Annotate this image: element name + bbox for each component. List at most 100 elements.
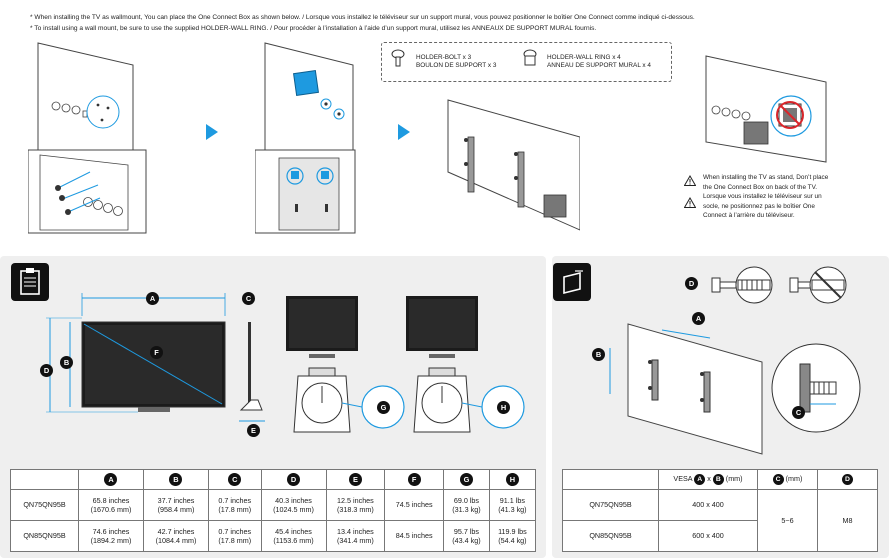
spec-cell: 45.4 inches(1153.6 mm) xyxy=(260,520,327,552)
wall-mount-spec-panel: D A B C VESA A x B (mm) xyxy=(552,256,889,558)
spec-value-metric: (41.3 kg) xyxy=(498,505,527,514)
spec-cell: 42.7 inches(1084.4 mm) xyxy=(142,520,209,552)
spec-value: 0.7 inches xyxy=(218,526,252,536)
spec-header-a: A xyxy=(78,469,144,490)
screw-comparison xyxy=(711,266,847,304)
badge-e: E xyxy=(348,473,362,486)
spec-value-metric: (1084.4 mm) xyxy=(155,536,197,545)
spec-cell: 13.4 inches(341.4 mm) xyxy=(325,520,386,552)
specifications-clipboard-icon xyxy=(11,263,49,301)
spec-table-row: QN85QN95B 74.6 inches(1894.2 mm) 42.7 in… xyxy=(10,520,537,552)
step1-illustration xyxy=(28,42,147,234)
wall-table-row: QN85QN95B 600 x 400 xyxy=(562,520,878,552)
dimension-label-d: D xyxy=(40,364,53,377)
spec-value: 37.7 inches xyxy=(157,495,195,505)
stand-warning-en: When installing the TV as stand, Don’t p… xyxy=(703,173,828,192)
spec-value-metric: (341.4 mm) xyxy=(337,536,374,545)
spec-cell: 84.5 inches xyxy=(384,520,445,552)
spec-value: 91.1 lbs xyxy=(499,495,525,505)
spec-header-g: G xyxy=(443,469,490,490)
badge-h: H xyxy=(505,473,519,486)
holder-wall-ring-icon xyxy=(523,49,537,66)
dimension-label-h: H xyxy=(497,401,510,414)
spec-cell: 69.0 lbs(31.3 kg) xyxy=(443,489,490,521)
badge-a: A xyxy=(104,473,118,486)
holder-wall-ring-fr: ANNEAU DE SUPPORT MURAL x 4 xyxy=(547,62,651,69)
spec-value: 65.8 inches xyxy=(92,495,130,505)
warning-icon xyxy=(684,197,696,208)
dimension-spec-table: A B C D E F G H QN75QN95B 65.8 inches(16… xyxy=(10,469,537,552)
stand-warning-fr: Lorsque vous installez le téléviseur sur… xyxy=(703,192,822,221)
wall-model-name: QN85QN95B xyxy=(562,520,659,552)
spec-value-metric: (43.4 kg) xyxy=(452,536,481,545)
step2-illustration xyxy=(255,42,356,234)
spec-table-header-row: A B C D E F G H xyxy=(10,469,537,490)
note-holder-wall-ring: * To install using a wall mount, be sure… xyxy=(30,25,597,32)
badge-a: A xyxy=(694,474,706,485)
dimension-label-f: F xyxy=(150,346,163,359)
wall-header-vesa: VESA A x B (mm) xyxy=(658,469,758,490)
spec-header-h: H xyxy=(488,469,537,490)
holder-wall-ring-label: HOLDER-WALL RING x 4 ANNEAU DE SUPPORT M… xyxy=(547,54,651,70)
spec-cell: 95.7 lbs(43.4 kg) xyxy=(443,520,490,552)
dimension-label-c: C xyxy=(242,292,255,305)
badge-c: C xyxy=(772,474,784,485)
stand-warning-illustration xyxy=(705,55,827,163)
spec-value: 119.9 lbs xyxy=(498,526,527,536)
wall-model-name: QN75QN95B xyxy=(562,489,659,521)
spec-model-name: QN75QN95B xyxy=(10,489,79,521)
spec-value: 0.7 inches xyxy=(218,495,252,505)
badge-d: D xyxy=(842,474,853,485)
spec-cell: 65.8 inches(1670.6 mm) xyxy=(78,489,144,521)
spec-value-metric: (17.8 mm) xyxy=(218,536,252,545)
wall-label-b: B xyxy=(592,348,605,361)
spec-cell: 119.9 lbs(54.4 kg) xyxy=(488,520,537,552)
holder-bolt-label: HOLDER-BOLT x 3 BOULON DE SUPPORT x 3 xyxy=(416,54,496,70)
spec-header-d: D xyxy=(260,469,327,490)
holder-bolt-icon xyxy=(391,49,405,67)
spec-table-row: QN75QN95B 65.8 inches(1670.6 mm) 37.7 in… xyxy=(10,489,537,521)
d-value: M8 xyxy=(817,489,878,552)
badge-b: B xyxy=(712,474,724,485)
step-arrow-2 xyxy=(398,124,410,140)
spec-value-metric: (1153.6 mm) xyxy=(273,536,314,545)
spec-value-metric: (1894.2 mm) xyxy=(90,536,132,545)
dimension-label-e: E xyxy=(247,424,260,437)
holder-bolt-fr: BOULON DE SUPPORT x 3 xyxy=(416,62,497,69)
step3-illustration xyxy=(447,99,580,231)
spec-cell: 91.1 lbs(41.3 kg) xyxy=(488,489,537,521)
spec-value: 74.6 inches xyxy=(92,526,130,536)
spec-value-metric: (31.3 kg) xyxy=(452,505,481,514)
spec-value: 74.5 inches xyxy=(395,500,433,510)
dimension-label-g: G xyxy=(377,401,390,414)
warning-fr-line2: socle, ne positionnez pas le boîtier One xyxy=(703,202,815,210)
wall-label-c: C xyxy=(792,406,805,419)
spec-cell: 37.7 inches(958.4 mm) xyxy=(142,489,209,521)
spec-header-b: B xyxy=(142,469,209,490)
note-one-connect-placement: * When installing the TV as wallmount, Y… xyxy=(30,14,695,21)
spec-value-metric: (318.3 mm) xyxy=(337,505,374,514)
wall-mount-vesa-diagram xyxy=(609,323,861,455)
spec-value: 12.5 inches xyxy=(337,495,374,505)
vesa-value: 600 x 400 xyxy=(658,520,758,552)
wall-header-model xyxy=(562,469,659,490)
spec-value: 40.3 inches xyxy=(275,495,312,505)
wall-mount-spec-table: VESA A x B (mm) C (mm) D QN75QN95B 400 x… xyxy=(562,469,878,552)
dimension-label-b: B xyxy=(60,356,73,369)
spec-cell: 12.5 inches(318.3 mm) xyxy=(325,489,386,521)
supplied-hardware-box: HOLDER-BOLT x 3 BOULON DE SUPPORT x 3 HO… xyxy=(381,42,672,82)
step-arrow-1 xyxy=(206,124,218,140)
spec-cell: 74.6 inches(1894.2 mm) xyxy=(78,520,144,552)
spec-value-metric: (1024.5 mm) xyxy=(273,505,314,514)
vesa-value: 400 x 400 xyxy=(658,489,758,521)
spec-value: 42.7 inches xyxy=(157,526,195,536)
badge-g: G xyxy=(459,473,473,486)
spec-header-e: E xyxy=(325,469,386,490)
warning-icon xyxy=(684,175,696,186)
badge-c: C xyxy=(228,473,242,486)
vesa-times: x xyxy=(707,474,711,483)
holder-wall-ring-en: HOLDER-WALL RING x 4 xyxy=(547,54,621,61)
badge-d: D xyxy=(287,473,301,486)
spec-value: 45.4 inches xyxy=(275,526,312,536)
screw-label-d: D xyxy=(685,277,698,290)
